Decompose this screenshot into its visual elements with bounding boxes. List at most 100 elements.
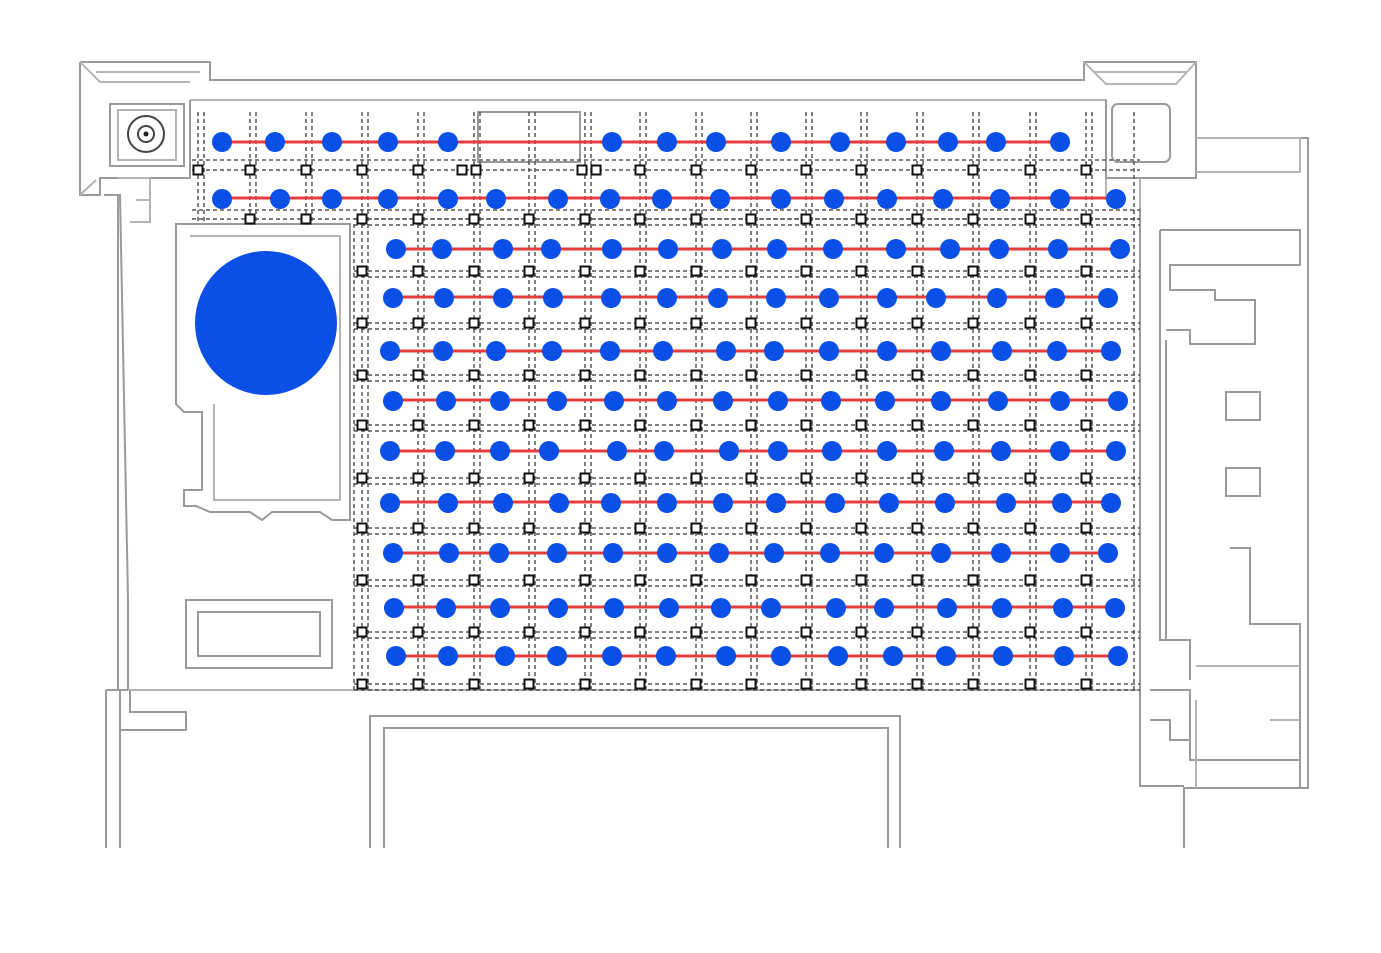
left-riser [118,177,151,223]
column-marker [1024,369,1036,381]
column-marker [523,213,535,225]
light-point [938,132,958,152]
column-marker [356,265,368,277]
light-point [771,132,791,152]
column-marker [634,369,646,381]
left-shaft-fixture-core [137,125,155,143]
light-point [709,543,729,563]
light-point [875,391,895,411]
column-marker [967,213,979,225]
light-point [212,189,232,209]
column-marker [470,164,482,176]
column-marker [523,522,535,534]
light-point [439,543,459,563]
light-point [383,288,403,308]
light-point [1053,598,1073,618]
column-marker [356,317,368,329]
light-point [547,646,567,666]
light-point [713,391,733,411]
light-point [607,441,627,461]
light-point [1050,189,1070,209]
column-marker [634,265,646,277]
light-point [761,598,781,618]
column-marker [967,419,979,431]
light-point [716,646,736,666]
light-point [438,646,458,666]
column-marker [855,369,867,381]
light-point [436,391,456,411]
light-point [322,132,342,152]
light-point [926,288,946,308]
column-marker [967,369,979,381]
column-marker [356,419,368,431]
column-marker [579,265,591,277]
light-point [1050,543,1070,563]
right-annex-rooms [1150,229,1301,788]
light-point [541,239,561,259]
column-marker [456,164,468,176]
light-point [548,598,568,618]
column-marker [911,574,923,586]
large-light-fixture [195,251,337,395]
column-marker [412,317,424,329]
light-point [601,493,621,513]
column-marker [1080,472,1092,484]
column-marker [1080,522,1092,534]
light-point [934,441,954,461]
column-marker [579,369,591,381]
column-marker [800,213,812,225]
column-marker [356,369,368,381]
column-marker [634,213,646,225]
column-marker [523,472,535,484]
corner-shafts [109,103,1171,167]
light-point [766,493,786,513]
column-marker [356,626,368,638]
column-marker [745,419,757,431]
column-marker [800,265,812,277]
column-marker [579,317,591,329]
right-niche-1 [1225,391,1261,421]
light-point [935,493,955,513]
column-marker [800,574,812,586]
light-point [821,391,841,411]
column-marker [1024,626,1036,638]
light-point [828,646,848,666]
column-marker [855,626,867,638]
column-marker [579,419,591,431]
light-point [820,543,840,563]
column-marker [192,164,204,176]
column-marker [911,164,923,176]
column-marker [1024,317,1036,329]
light-point [992,598,1012,618]
light-point [1050,132,1070,152]
column-marker [1024,164,1036,176]
column-marker [855,265,867,277]
light-point [495,646,515,666]
column-marker [244,164,256,176]
light-point [990,189,1010,209]
column-marker [1080,574,1092,586]
column-marker [911,265,923,277]
light-point [877,288,897,308]
alcove-inner [190,235,341,501]
light-point [764,341,784,361]
light-point [548,189,568,209]
column-marker [911,317,923,329]
light-point [265,132,285,152]
light-point [819,288,839,308]
column-marker [1080,678,1092,690]
light-point [771,646,791,666]
column-marker [300,164,312,176]
light-point [764,543,784,563]
light-point [1101,341,1121,361]
column-marker [590,164,602,176]
light-point [493,239,513,259]
light-point [438,132,458,152]
light-point [936,646,956,666]
light-point [657,132,677,152]
left-shaft-inner [117,109,177,161]
light-point [1105,598,1125,618]
column-marker [800,472,812,484]
light-point [490,441,510,461]
light-point [604,391,624,411]
